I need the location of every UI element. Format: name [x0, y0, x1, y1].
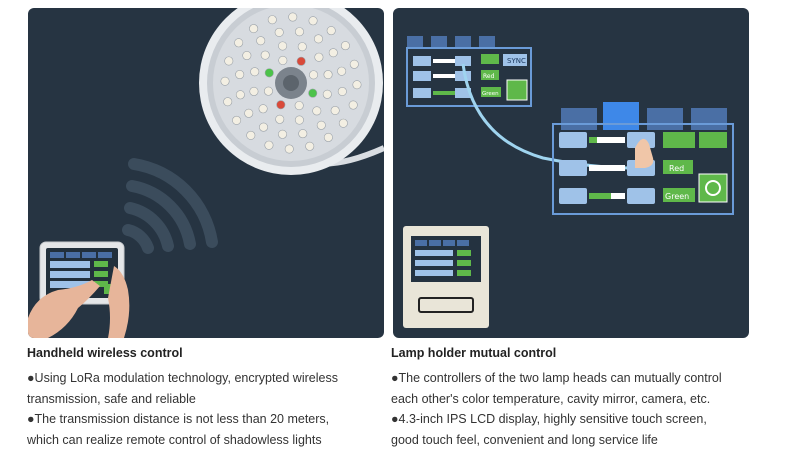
mutual-line-2: each other's color temperature, cavity m…	[391, 391, 711, 406]
sync-label: SYNC	[507, 57, 526, 65]
lamp-led	[323, 70, 333, 80]
lamp-led	[256, 36, 266, 46]
lamp-led	[278, 41, 288, 51]
lamp-led	[348, 100, 358, 110]
lamp-led	[338, 118, 348, 128]
expand-button[interactable]	[699, 132, 727, 148]
handheld-caption: Handheld wireless control ●Using LoRa mo…	[27, 346, 387, 450]
lamp-led	[249, 24, 259, 34]
row3-left-button[interactable]	[559, 188, 587, 204]
lamp-led	[326, 26, 336, 36]
lamp-led	[323, 132, 333, 142]
lamp-led	[275, 114, 285, 124]
lamp-led	[246, 130, 256, 140]
handheld-tablet	[39, 241, 125, 305]
lamp-led	[340, 41, 350, 51]
mutual-title: Lamp holder mutual control	[391, 346, 557, 360]
handheld-control-image	[28, 8, 384, 338]
power-button[interactable]	[698, 173, 728, 203]
small-controller-screen: SYNC Red Green	[406, 36, 532, 107]
lamp-led	[328, 48, 338, 58]
hand-icon	[28, 266, 130, 338]
lamp-led	[249, 86, 259, 96]
lamp-led	[260, 50, 270, 60]
lamp-led	[242, 51, 252, 61]
lamp-led	[264, 68, 274, 78]
small-green-label: Green	[482, 91, 499, 97]
lamp-led	[278, 55, 288, 65]
red-button[interactable]	[663, 160, 693, 174]
lamp-led	[313, 34, 323, 44]
handheld-line-2: transmission, safe and reliable	[27, 391, 196, 406]
lamp-led	[296, 56, 306, 66]
handheld-illustration	[28, 8, 384, 338]
red-label: Red	[669, 164, 684, 173]
lamp-led	[352, 80, 362, 90]
green-button[interactable]	[663, 188, 695, 202]
lamp-led	[232, 115, 242, 125]
mutual-line-3: ●4.3-inch IPS LCD display, highly sensit…	[391, 412, 707, 426]
finger-pointer-icon	[635, 138, 654, 168]
lamp-led	[220, 76, 230, 86]
lamp-led	[234, 38, 244, 48]
lamp-led	[235, 70, 245, 80]
lamp-led	[349, 59, 359, 69]
lamp-led	[258, 104, 268, 114]
lamp-led	[224, 56, 234, 66]
lamp-led	[308, 16, 318, 26]
lamp-led	[305, 141, 315, 151]
lamp-led	[244, 108, 254, 118]
lamp-led	[276, 100, 286, 110]
lamp-led	[235, 90, 245, 100]
large-controller-screen: Red Green	[552, 102, 734, 215]
lamp-led	[337, 86, 347, 96]
lamp-led	[298, 129, 308, 139]
row2-left-button[interactable]	[559, 160, 587, 176]
lamp-led	[278, 129, 288, 139]
handheld-title: Handheld wireless control	[27, 346, 183, 360]
mutual-caption: Lamp holder mutual control ●The controll…	[391, 346, 751, 450]
lamp-led	[284, 144, 294, 154]
mutual-control-image: SYNC Red Green	[393, 8, 749, 338]
handheld-line-1: ●Using LoRa modulation technology, encry…	[27, 371, 338, 385]
lamp-led	[337, 66, 347, 76]
controller-illustration: SYNC Red Green	[403, 36, 734, 328]
handheld-line-3: ●The transmission distance is not less t…	[27, 412, 330, 426]
lamp-led	[263, 86, 273, 96]
row3-right-button[interactable]	[627, 188, 655, 204]
lamp-led	[316, 120, 326, 130]
lamp-led	[294, 115, 304, 125]
lamp-led	[288, 12, 298, 22]
lamp-led	[297, 42, 307, 52]
lamp-led	[294, 27, 304, 37]
power-icon	[705, 180, 721, 196]
lamp-led	[308, 88, 318, 98]
lamp-led	[314, 52, 324, 62]
green-label: Green	[665, 192, 689, 201]
wall-controller-device	[403, 226, 489, 328]
surgical-lamp-icon	[199, 8, 384, 175]
lamp-led	[259, 122, 269, 132]
lamp-led	[264, 140, 274, 150]
row1-left-button[interactable]	[559, 132, 587, 148]
small-red-label: Red	[483, 73, 495, 80]
lamp-led	[322, 89, 332, 99]
lamp-led	[250, 67, 260, 77]
lamp-mode-button[interactable]	[663, 132, 695, 148]
lamp-led	[274, 27, 284, 37]
lamp-led	[330, 105, 340, 115]
lamp-led	[267, 15, 277, 25]
lamp-led	[294, 101, 304, 111]
lamp-led	[223, 97, 233, 107]
wireless-signal-icon	[122, 158, 218, 254]
mutual-line-1: ●The controllers of the two lamp heads c…	[391, 371, 722, 385]
lamp-led	[312, 106, 322, 116]
lamp-led	[309, 70, 319, 80]
mutual-line-4: good touch feel, convenient and long ser…	[391, 432, 658, 447]
handheld-line-4: which can realize remote control of shad…	[27, 432, 322, 447]
